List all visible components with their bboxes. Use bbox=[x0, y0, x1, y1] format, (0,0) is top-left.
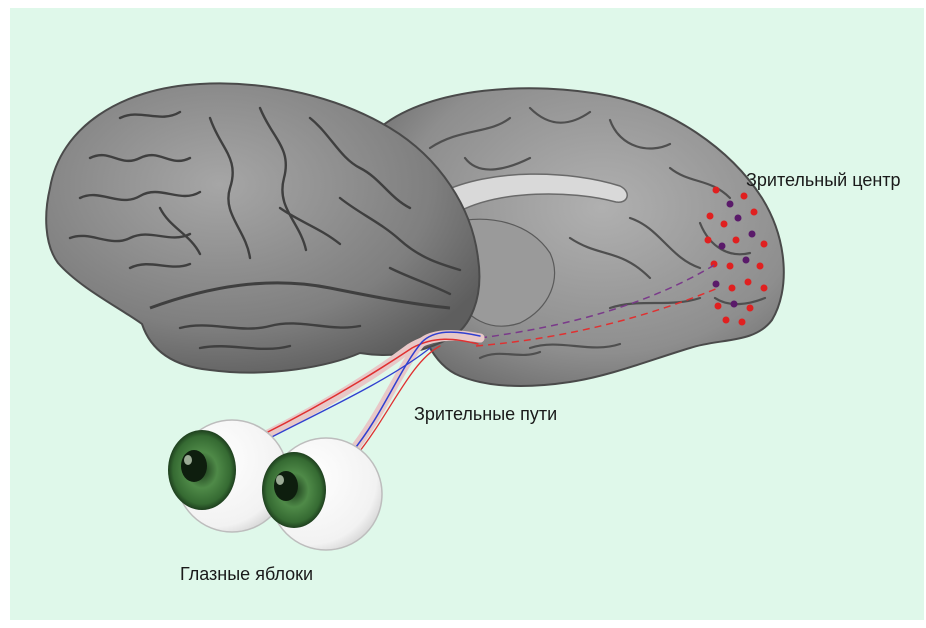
label-visual-center: Зрительный центр bbox=[746, 170, 901, 191]
diagram-frame: Зрительный центр Зрительные пути Глазные… bbox=[10, 8, 924, 620]
label-visual-pathways: Зрительные пути bbox=[414, 404, 557, 425]
visual-system-diagram bbox=[10, 8, 924, 620]
label-eyeballs: Глазные яблоки bbox=[180, 564, 313, 585]
